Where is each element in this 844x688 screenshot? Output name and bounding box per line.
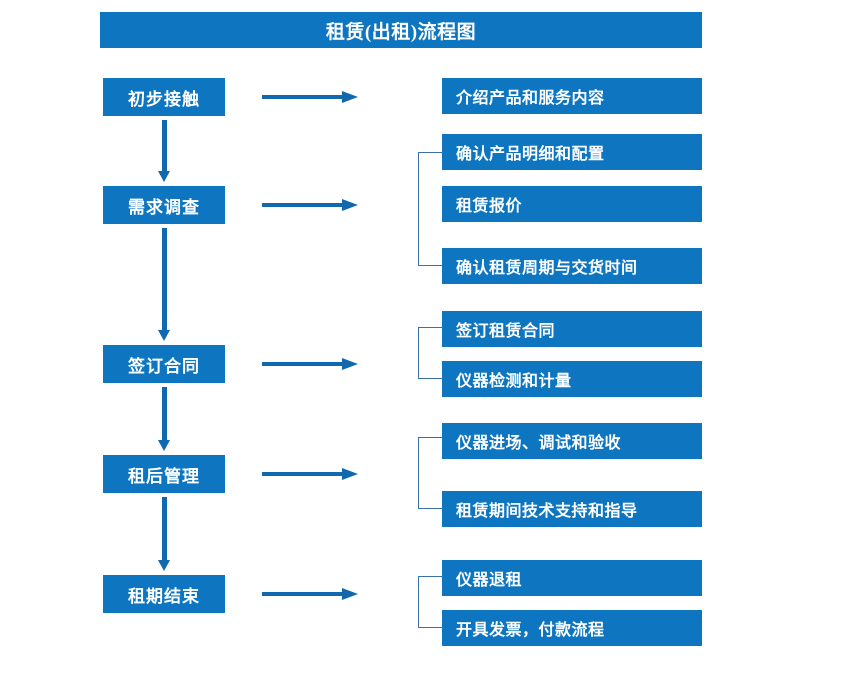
flowchart-title: 租赁(出租)流程图 xyxy=(100,12,702,48)
stage-box-1[interactable]: 初步接触 xyxy=(103,78,225,116)
vertical-arrow-4 xyxy=(158,497,170,571)
stage-box-4[interactable]: 租后管理 xyxy=(103,455,225,493)
detail-box-1[interactable]: 介绍产品和服务内容 xyxy=(442,78,702,114)
vertical-arrow-1 xyxy=(158,120,170,182)
horizontal-arrow-3 xyxy=(262,358,358,370)
detail-box-6[interactable]: 仪器检测和计量 xyxy=(442,361,702,397)
detail-box-9[interactable]: 仪器退租 xyxy=(442,560,702,596)
horizontal-arrow-2 xyxy=(262,199,358,211)
bracket-connector-group-5 xyxy=(418,576,442,628)
horizontal-arrow-1 xyxy=(262,91,358,103)
stage-box-2[interactable]: 需求调查 xyxy=(103,186,225,224)
stage-box-5[interactable]: 租期结束 xyxy=(103,575,225,613)
bracket-connector-group-4 xyxy=(418,437,442,509)
bracket-connector-group-3 xyxy=(418,327,442,379)
bracket-connector-group-2 xyxy=(418,152,442,266)
detail-box-3[interactable]: 租赁报价 xyxy=(442,186,702,222)
vertical-arrow-3 xyxy=(158,387,170,451)
detail-box-10[interactable]: 开具发票，付款流程 xyxy=(442,610,702,646)
detail-box-2[interactable]: 确认产品明细和配置 xyxy=(442,134,702,170)
horizontal-arrow-4 xyxy=(262,468,358,480)
detail-box-5[interactable]: 签订租赁合同 xyxy=(442,311,702,347)
horizontal-arrow-5 xyxy=(262,588,358,600)
detail-box-4[interactable]: 确认租赁周期与交货时间 xyxy=(442,248,702,284)
detail-box-7[interactable]: 仪器进场、调试和验收 xyxy=(442,423,702,459)
stage-box-3[interactable]: 签订合同 xyxy=(103,345,225,383)
vertical-arrow-2 xyxy=(158,228,170,341)
detail-box-8[interactable]: 租赁期间技术支持和指导 xyxy=(442,491,702,527)
